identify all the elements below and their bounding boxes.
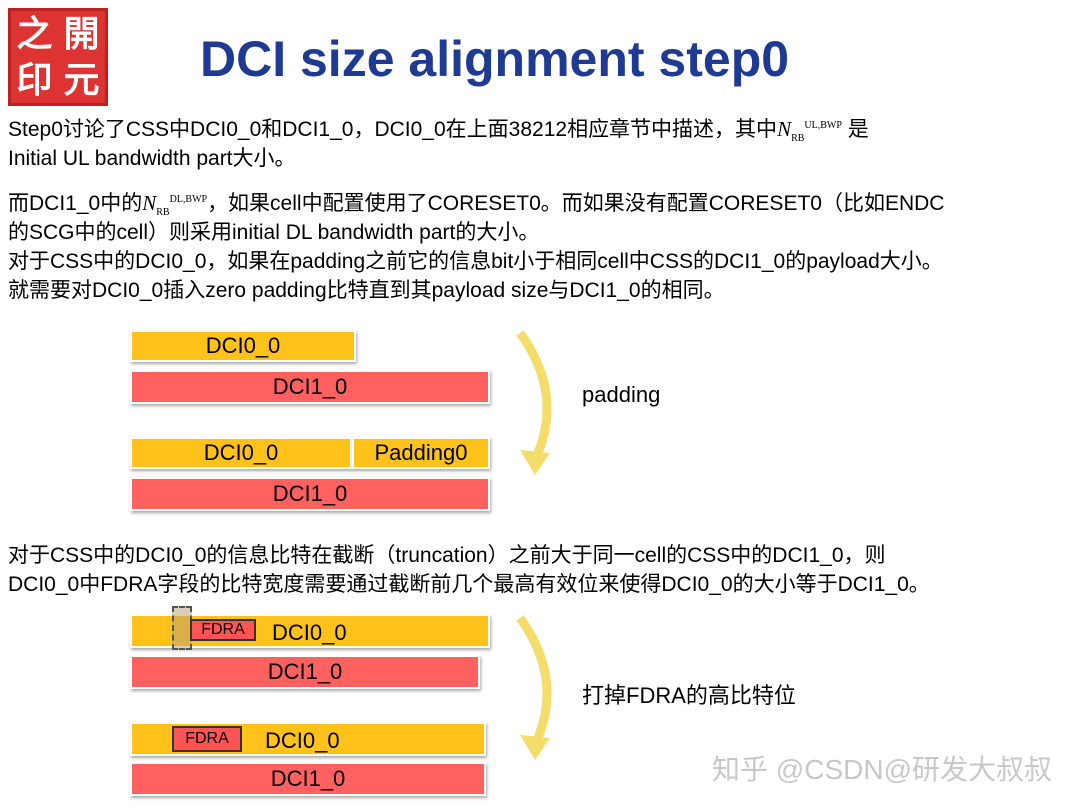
symbol-sup: DL,BWP bbox=[169, 194, 208, 205]
para2-line4: 就需要对DCI0_0插入zero padding比特直到其payload siz… bbox=[8, 279, 725, 302]
curved-arrow-icon bbox=[516, 330, 552, 475]
truncation-label: 打掉FDRA的高比特位 bbox=[582, 683, 796, 708]
truncated-bits bbox=[172, 606, 192, 650]
logo-char: 開 bbox=[63, 13, 100, 54]
dci1-block: DCI1_0 bbox=[130, 477, 490, 511]
para3-line2: DCI0_0中FDRA字段的比特宽度需要通过截断前几个最高有效位来使得DCI0_… bbox=[8, 573, 930, 596]
padding-label: padding bbox=[582, 382, 661, 407]
para1-line1: Step0讨论了CSS中DCI0_0和DCI1_0，DCI0_0在上面38212… bbox=[8, 115, 869, 144]
para2-line2: 的SCG中的cell）则采用initial DL bandwidth part的… bbox=[8, 221, 540, 244]
page-title: DCI size alignment step0 bbox=[200, 31, 790, 87]
logo-char: 元 bbox=[63, 59, 100, 100]
text: Step0讨论了CSS中DCI0_0和DCI1_0，DCI0_0在上面38212… bbox=[8, 118, 778, 141]
para2-line3: 对于CSS中的DCI0_0，如果在padding之前它的信息bit小于相同cel… bbox=[8, 250, 943, 273]
symbol: N bbox=[142, 191, 157, 215]
logo-char: 印 bbox=[16, 59, 53, 100]
watermark: 知乎 @CSDN@研发大叔叔 bbox=[712, 754, 1052, 785]
dci0-block: DCI0_0 bbox=[130, 437, 352, 469]
dci1-block: DCI1_0 bbox=[130, 370, 490, 404]
dci1-block: DCI1_0 bbox=[130, 655, 480, 689]
fdra-field: FDRA bbox=[172, 726, 242, 752]
dci0-label: DCI0_0 bbox=[265, 728, 340, 753]
padding-block: Padding0 bbox=[352, 437, 490, 469]
symbol: N bbox=[777, 117, 792, 141]
para2-line1: 而DCI1_0中的NRB DL,BWP，如果cell中配置使用了CORESET0。… bbox=[8, 189, 944, 218]
para3-line1: 对于CSS中的DCI0_0的信息比特在截断（truncation）之前大于同一c… bbox=[8, 544, 886, 567]
symbol-sup: UL,BWP bbox=[804, 120, 842, 131]
dci0-label: DCI0_0 bbox=[272, 620, 347, 645]
text: 是 bbox=[841, 118, 869, 141]
curved-arrow-icon bbox=[516, 615, 552, 760]
symbol-sub: RB bbox=[791, 133, 805, 145]
logo-char: 之 bbox=[16, 13, 53, 54]
dci1-block: DCI1_0 bbox=[130, 762, 486, 796]
text: ，如果cell中配置使用了CORESET0。而如果没有配置CORESET0（比如… bbox=[207, 192, 945, 215]
para1-line2: Initial UL bandwidth part大小。 bbox=[8, 147, 296, 170]
symbol-sub: RB bbox=[156, 207, 170, 219]
fdra-field: FDRA bbox=[190, 619, 256, 641]
logo: 之開印元 bbox=[8, 8, 108, 106]
dci0-block: DCI0_0 bbox=[130, 330, 356, 362]
text: 而DCI1_0中的 bbox=[8, 192, 143, 215]
